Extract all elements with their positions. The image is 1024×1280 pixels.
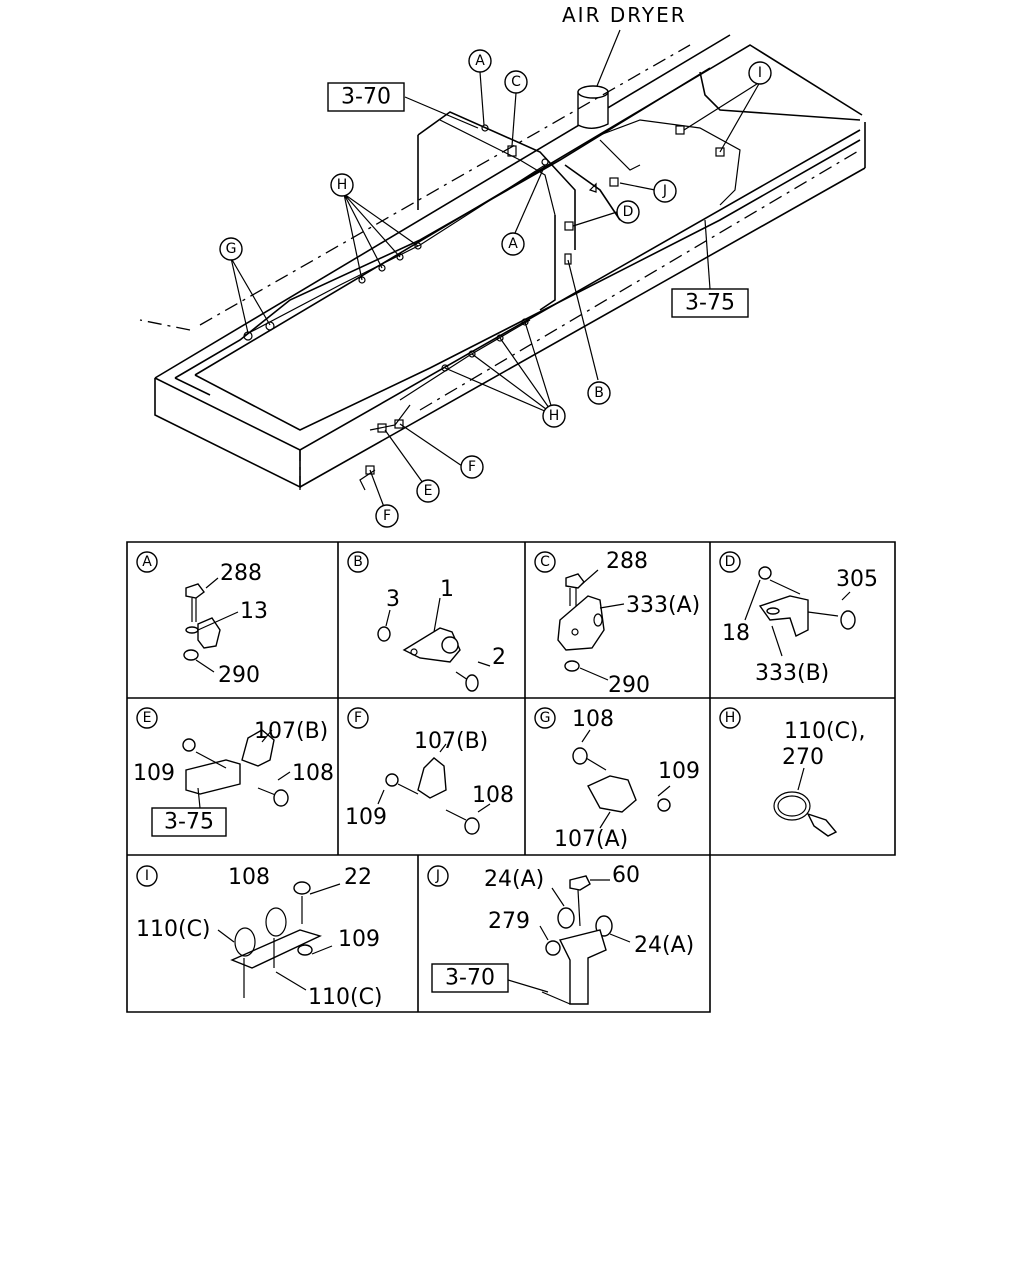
svg-text:24(A): 24(A) <box>634 933 694 958</box>
detail-c: C 288 333(A) 290 <box>534 549 700 698</box>
detail-a: A 288 13 290 <box>136 551 268 688</box>
svg-text:290: 290 <box>218 663 260 688</box>
callout-f-right: F <box>460 455 484 479</box>
svg-text:270: 270 <box>782 745 824 770</box>
svg-text:G: G <box>540 710 551 726</box>
svg-text:279: 279 <box>488 909 530 934</box>
svg-text:C: C <box>511 74 521 90</box>
svg-text:H: H <box>725 710 736 726</box>
svg-text:F: F <box>354 710 362 726</box>
callout-a-top: A <box>468 49 492 73</box>
detail-b: B 3 1 2 <box>347 551 506 692</box>
svg-text:107(B): 107(B) <box>414 729 488 754</box>
svg-text:109: 109 <box>133 761 175 786</box>
callout-h-top: H <box>330 173 354 197</box>
svg-text:288: 288 <box>220 561 262 586</box>
svg-text:E: E <box>143 710 152 726</box>
svg-text:107(A): 107(A) <box>554 827 628 852</box>
svg-text:3-75: 3-75 <box>164 810 214 835</box>
ref-box-3-75: 3-75 <box>671 288 749 318</box>
svg-text:A: A <box>142 554 152 570</box>
svg-text:H: H <box>337 177 348 193</box>
svg-text:333(A): 333(A) <box>626 593 700 618</box>
svg-text:A: A <box>475 53 485 69</box>
svg-text:333(B): 333(B) <box>755 661 829 686</box>
svg-text:108: 108 <box>292 761 334 786</box>
svg-text:C: C <box>540 554 550 570</box>
detail-j: J 24(A) 60 279 24(A) 3-70 <box>427 863 694 1005</box>
svg-text:110(C): 110(C) <box>136 917 211 942</box>
svg-text:3: 3 <box>386 587 400 612</box>
detail-f: F 107(B) 108 109 <box>345 707 514 835</box>
svg-text:E: E <box>424 483 433 499</box>
svg-text:288: 288 <box>606 549 648 574</box>
svg-text:3-75: 3-75 <box>685 291 735 316</box>
svg-text:305: 305 <box>836 567 878 592</box>
svg-text:B: B <box>353 554 363 570</box>
detail-grid <box>126 541 896 1013</box>
callout-f-left: F <box>375 504 399 528</box>
ref-box-3-70: 3-70 <box>327 82 405 112</box>
svg-text:3-70: 3-70 <box>341 85 391 110</box>
detail-d: D 305 18 333(B) <box>719 551 878 686</box>
svg-text:D: D <box>623 204 634 220</box>
detail-i: I 108 22 110(C) 109 110(C) <box>136 865 383 1010</box>
callout-b: B <box>587 381 611 405</box>
svg-text:H: H <box>549 408 560 424</box>
svg-text:I: I <box>145 868 149 884</box>
callout-a-bottom: A <box>501 232 525 256</box>
svg-text:J: J <box>435 868 440 884</box>
detail-e: E 109 107(B) 108 3-75 <box>133 707 334 837</box>
svg-text:13: 13 <box>240 599 268 624</box>
callout-c-top: C <box>504 70 528 94</box>
svg-text:G: G <box>226 241 237 257</box>
svg-text:109: 109 <box>658 759 700 784</box>
svg-text:60: 60 <box>612 863 640 888</box>
svg-text:B: B <box>594 385 604 401</box>
svg-text:1: 1 <box>440 577 454 602</box>
svg-text:F: F <box>468 459 476 475</box>
svg-text:F: F <box>383 508 391 524</box>
svg-text:I: I <box>758 65 762 81</box>
svg-text:108: 108 <box>572 707 614 732</box>
svg-text:109: 109 <box>345 805 387 830</box>
svg-text:3-70: 3-70 <box>445 966 495 991</box>
svg-text:107(B): 107(B) <box>254 719 328 744</box>
svg-text:110(C),: 110(C), <box>784 719 866 744</box>
svg-text:24(A): 24(A) <box>484 867 544 892</box>
detail-g: G 108 109 107(A) <box>534 707 700 852</box>
svg-text:2: 2 <box>492 645 506 670</box>
callout-g: G <box>219 237 243 261</box>
svg-text:A: A <box>508 236 518 252</box>
svg-text:108: 108 <box>228 865 270 890</box>
callout-d: D <box>616 200 640 224</box>
callout-e: E <box>416 479 440 503</box>
svg-text:18: 18 <box>722 621 750 646</box>
svg-text:290: 290 <box>608 673 650 698</box>
frame-assembly <box>139 29 866 516</box>
svg-text:109: 109 <box>338 927 380 952</box>
air-dryer-label: AIR DRYER <box>562 3 687 27</box>
svg-text:108: 108 <box>472 783 514 808</box>
svg-text:D: D <box>725 554 736 570</box>
detail-h: H 110(C), 270 <box>719 707 866 837</box>
callout-h-bottom: H <box>542 404 566 428</box>
svg-text:J: J <box>662 183 667 199</box>
callout-i: I <box>748 61 772 85</box>
callout-j: J <box>653 179 677 203</box>
svg-text:110(C): 110(C) <box>308 985 383 1010</box>
svg-text:22: 22 <box>344 865 372 890</box>
